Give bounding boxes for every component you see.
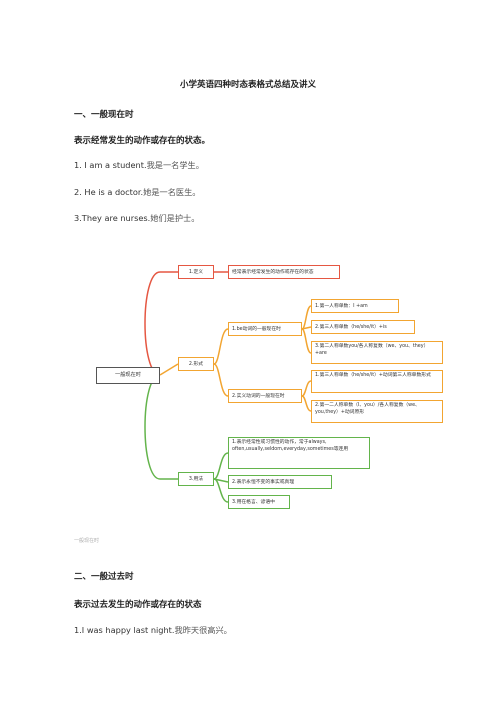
be-verb-node: 1.be动词的一般现在时 [228,322,302,336]
example-line: 2. He is a doctor.她是一名医生。 [74,186,200,198]
definition-node: 1.定义 [178,265,214,279]
connector-form [159,363,179,376]
usage-item-node: 3.用在格言、谚语中 [228,495,290,509]
example-english: 1. I am a student. [74,160,147,170]
action-verb-node: 2.实义动词的一般现在时 [228,389,302,403]
example-chinese: 她们是护士。 [150,213,200,223]
section1-heading: 一、一般现在时 [74,110,134,120]
usage-item-node: 1.表示经常性或习惯性的动作，常于always, often,usually,s… [228,437,370,469]
usage-item-node: 2.表示永恒不变的事实或真理 [228,475,332,489]
example-line: 1. I am a student.我是一名学生。 [74,159,204,171]
be-verb-item-node: 3.第二人称单数you/各人称复数（we、you、they）+are [311,341,443,364]
section2-subheading: 表示过去发生的动作或存在的状态 [74,600,202,610]
be-verb-item-node: 2.第三人称单数（he/she/it）+is [311,320,415,334]
usage-node: 3.用法 [178,472,214,486]
example-chinese: 我昨天很高兴。 [174,625,232,635]
example-chinese: 她是一名医生。 [143,187,201,197]
action-verb-item-node: 1.第三人称单数（he/she/it）+动词第三人称单数形式 [311,370,443,393]
be-verb-item-node: 1.第一人称单数：I +am [311,299,399,313]
form-node: 2.形式 [178,357,214,371]
connector-definition [144,271,178,376]
example-english: 2. He is a doctor. [74,187,144,197]
definition-content-node: 经常表示经常发生的动作或存在的状态 [228,265,340,279]
example-english: 1.I was happy last night. [74,625,175,635]
section1-subheading: 表示经常发生的动作或存在的状态。 [74,136,211,146]
connector-usage [144,374,178,480]
example-english: 3.They are nurses. [74,213,151,223]
example-line: 3.They are nurses.她们是护士。 [74,212,199,224]
example-chinese: 我是一名学生。 [146,160,204,170]
figure-caption: 一般现在时 [74,538,100,544]
document-title: 小学英语四种时态表格式总结及讲义 [179,80,316,90]
section2-heading: 二、一般过去时 [74,572,134,582]
example-line: 1.I was happy last night.我昨天很高兴。 [74,624,232,636]
action-verb-item-node: 2.第一二人称单数（I、you）/各人称复数（we、you,they）+动词原形 [311,400,443,423]
mindmap-root-node: 一般现在时 [96,367,160,384]
